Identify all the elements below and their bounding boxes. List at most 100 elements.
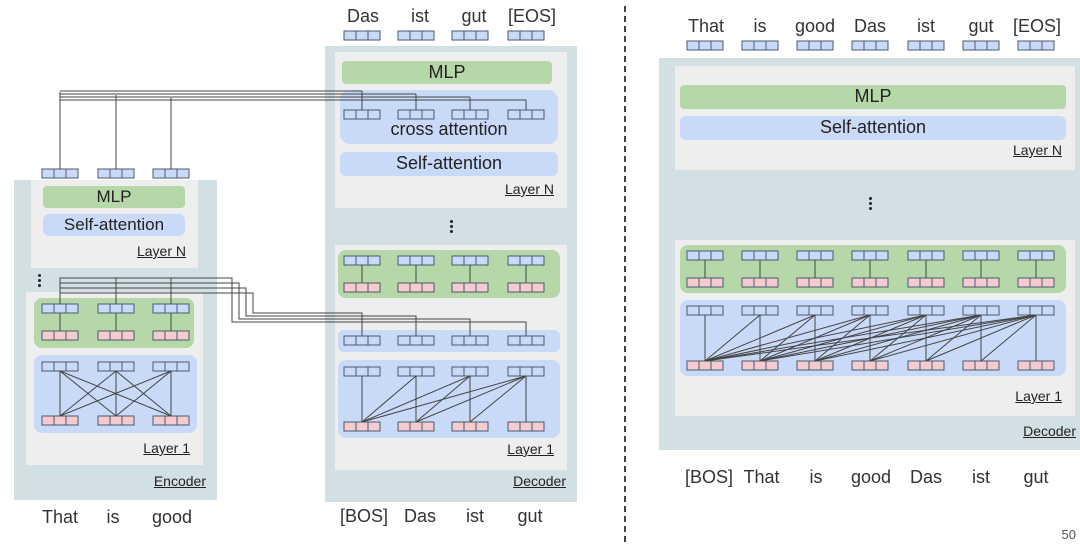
decoder-only-input-token: good	[850, 467, 892, 487]
decoder-only-output-vector	[796, 40, 834, 51]
encoder-layer-n-label: Layer N	[136, 243, 186, 259]
decoder-mlp-label: MLP	[428, 62, 466, 82]
encoder-attention-wire	[59, 370, 117, 417]
decoder-mlp-output-vector	[343, 255, 381, 266]
encoder-token: That	[41, 507, 79, 527]
encoder-mlp-label: MLP	[96, 187, 132, 206]
decoder-output-vector	[451, 30, 489, 41]
encoder-output-vector	[97, 168, 135, 179]
decoder-only-layer-1-label: Layer 1	[1015, 388, 1062, 404]
decoder-cross-attention-vector	[451, 335, 489, 346]
decoder-only-causal-attention-wire	[704, 314, 982, 362]
decoder-self-attention-label: Self-attention	[395, 153, 503, 173]
decoder-only-attention-input-vector	[851, 360, 889, 371]
decoder-only-causal-attention-wire	[704, 314, 761, 362]
decoder-only-mlp-output-vector	[851, 250, 889, 261]
decoder-output-token: Das	[346, 6, 379, 26]
decoder-mlp-output-vector	[451, 255, 489, 266]
decoder-only-input-token: is	[809, 467, 823, 487]
decoder-mlp-output-vector	[397, 255, 435, 266]
decoder-only-causal-attention-wire	[704, 314, 871, 362]
decoder-mlp-output-vector	[507, 255, 545, 266]
encoder-attention-output-vector	[41, 361, 79, 372]
decoder-output-vector	[397, 30, 435, 41]
decoder-only-output-vector	[686, 40, 724, 51]
decoder-input-token: ist	[466, 506, 484, 526]
decoder-layer-1-cross-attention-band	[338, 330, 560, 352]
encoder-attention-wire	[59, 370, 172, 417]
decoder-cross-attention-vector	[343, 335, 381, 346]
decoder-causal-attention-wire	[415, 375, 527, 423]
decoder-only-mlp-input-vector	[962, 277, 1000, 288]
decoder-self-attention-output-vector	[451, 366, 489, 377]
decoder-only-self-attention	[680, 116, 1066, 140]
encoder-mlp-input-vector	[41, 330, 79, 341]
decoder-only-attention-input-vector	[796, 360, 834, 371]
encoder-token: is	[106, 507, 120, 527]
encoder-self-attention-label: Self-attention	[63, 215, 165, 234]
decoder-only-output-token: [EOS]	[1012, 16, 1061, 36]
page-number: 50	[1061, 527, 1076, 542]
encoder-self-attention	[43, 214, 185, 236]
decoder-only-layer-n-label: Layer N	[1012, 142, 1062, 158]
decoder-only-mlp-output-vector	[741, 250, 779, 261]
decoder-only-output-token: is	[753, 16, 767, 36]
encoder-label: Encoder	[153, 473, 206, 489]
encoder-token: good	[151, 507, 193, 527]
decoder-only-output-vector	[1017, 40, 1055, 51]
decoder-only-causal-attention-wire	[704, 314, 1037, 362]
decoder-only-causal-attention-wire	[704, 314, 927, 362]
decoder-mlp-input-vector	[451, 282, 489, 293]
decoder-only-attention-input-vector	[962, 360, 1000, 371]
encoder-attention-output-vector	[97, 361, 135, 372]
decoder-only-mlp-output-vector	[1017, 250, 1055, 261]
decoder-only-attention-output-vector	[907, 305, 945, 316]
decoder-causal-attention-wire	[361, 375, 417, 423]
decoder-only-output-vector	[851, 40, 889, 51]
decoder-only-attention-input-vector	[907, 360, 945, 371]
decoder-mlp-input-vector	[397, 282, 435, 293]
decoder-input-token: Das	[403, 506, 436, 526]
encoder-attention-output-vector	[152, 361, 190, 372]
decoder-only-output-vector	[907, 40, 945, 51]
decoder-only-attention-output-vector	[796, 305, 834, 316]
decoder-only-attention-output-vector	[741, 305, 779, 316]
decoder-only-attention-output-vector	[686, 305, 724, 316]
decoder-only-mlp-input-vector	[686, 277, 724, 288]
decoder-cross-attention-label: cross attention	[390, 119, 508, 139]
encoder-mlp-input-vector	[97, 330, 135, 341]
decoder-only-attention-output-vector	[962, 305, 1000, 316]
decoder-label: Decoder	[513, 473, 566, 489]
decoder-output-vector	[507, 30, 545, 41]
decoder-cross-attention-vector	[343, 109, 381, 120]
decoder-only-mlp-output-vector	[796, 250, 834, 261]
decoder-only-output-token: good	[794, 16, 836, 36]
decoder-cross-attention-vector	[507, 109, 545, 120]
decoder-self-attention-input-vector	[451, 421, 489, 432]
decoder-self-attention-output-vector	[507, 366, 545, 377]
encoder-attention-wire	[115, 370, 172, 417]
decoder-only-attention-input-vector	[686, 360, 724, 371]
decoder-only-input-token: ist	[972, 467, 990, 487]
encoder-mlp-output-vector	[97, 303, 135, 314]
decoder-only-mlp-output-vector	[686, 250, 724, 261]
encoder-layer1-to-decoder-wire	[59, 292, 363, 336]
decoder-only-input-token: [BOS]	[684, 467, 733, 487]
decoder-causal-attention-wire	[469, 375, 527, 423]
decoder-output-token: ist	[411, 6, 429, 26]
encoder-ellipsis	[38, 274, 42, 289]
decoder-only-mlp-output-vector	[907, 250, 945, 261]
decoder-layer-1-label: Layer 1	[507, 441, 554, 457]
decoder-only-self-attention-label: Self-attention	[819, 117, 927, 137]
decoder-only-mlp-input-vector	[796, 277, 834, 288]
decoder-only-mlp-input-vector	[1017, 277, 1055, 288]
encoder-mlp-input-vector	[152, 330, 190, 341]
encoder-output-vector	[152, 168, 190, 179]
decoder-only-mlp	[680, 85, 1066, 109]
decoder-only-causal-attention-wire	[869, 314, 1037, 362]
decoder-input-token: gut	[517, 506, 543, 526]
decoder-only-attention-input-vector	[741, 360, 779, 371]
decoder-ellipsis	[450, 220, 454, 235]
decoder-only-output-vector	[741, 40, 779, 51]
